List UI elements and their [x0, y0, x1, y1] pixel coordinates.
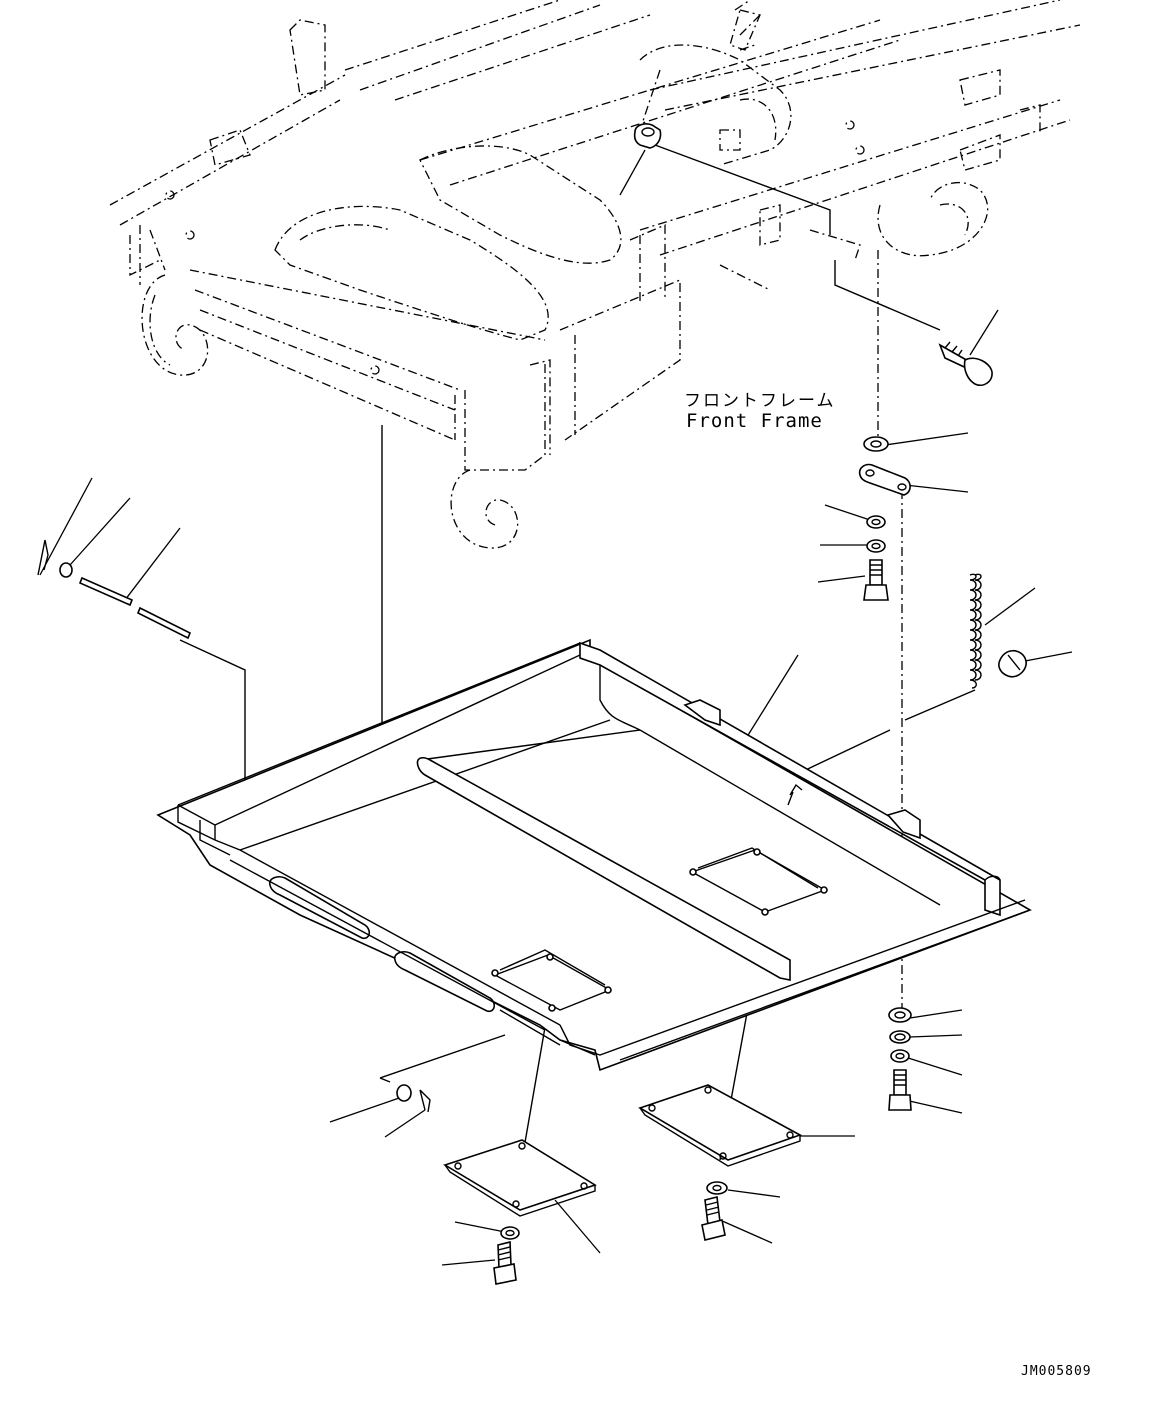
front-frame-label-en: Front Frame	[686, 410, 823, 432]
washers-mid	[866, 515, 886, 553]
washer-top	[863, 436, 889, 452]
bolt-bottom-right	[888, 1069, 912, 1111]
washers-bottom-right	[888, 1007, 912, 1063]
bolt-bottom-left	[493, 1240, 517, 1285]
bolt-mid	[863, 559, 889, 601]
drawing-code: JM005809	[1021, 1364, 1092, 1379]
nut-top	[633, 123, 662, 149]
plate-bracket	[858, 463, 911, 496]
bolt-top-right	[938, 341, 993, 387]
washer-bottom-center	[706, 1181, 728, 1195]
floor-plate	[156, 638, 1032, 1072]
bolt-bottom-center	[701, 1196, 726, 1241]
clip	[998, 649, 1027, 678]
cover-plate-right	[638, 1084, 802, 1167]
pin-clip-bottom	[396, 1084, 431, 1113]
washer-bottom-left	[500, 1226, 520, 1240]
pins-left	[37, 539, 192, 640]
cover-plate-left	[443, 1139, 597, 1217]
front-frame-label-jp: フロントフレーム	[684, 391, 836, 411]
front-frame-phantom	[109, 0, 1081, 549]
spring	[969, 573, 982, 689]
